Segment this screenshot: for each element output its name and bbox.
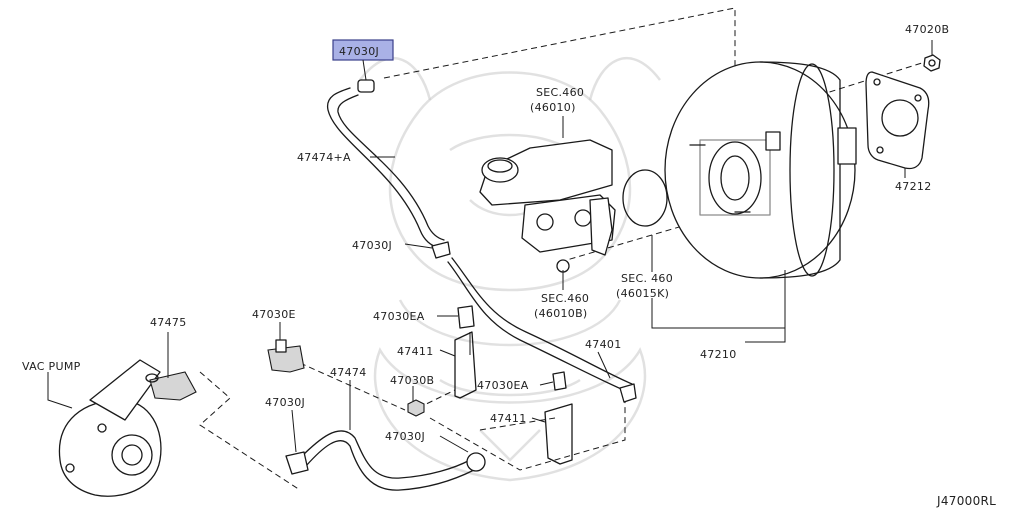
label-47411-lower: 47411 [490, 412, 527, 425]
label-47030ea-lower: 47030EA [477, 379, 529, 392]
label-sec460-c: SEC. 460 [621, 272, 673, 285]
vacuum-pump[interactable] [58, 359, 162, 497]
label-47401: 47401 [585, 338, 622, 351]
label-47474: 47474 [330, 366, 367, 379]
check-valve[interactable] [267, 339, 305, 373]
nut-47030b[interactable] [407, 399, 425, 417]
nut[interactable] [923, 54, 941, 72]
leader-lines [47, 40, 933, 453]
o-ring[interactable] [622, 169, 668, 227]
label-47030b: 47030B [390, 374, 434, 387]
hose-47401[interactable] [447, 257, 637, 403]
diagram-code: J47000RL [936, 494, 996, 508]
label-47030j-left: 47030J [265, 396, 305, 409]
connector-47475[interactable] [145, 371, 197, 401]
brake-booster[interactable] [664, 61, 857, 279]
gasket[interactable] [865, 71, 930, 170]
label-sec460-b-sub: (46010B) [534, 307, 588, 320]
label-47030j-bottom: 47030J [385, 430, 425, 443]
label-47474-a: 47474+A [297, 151, 351, 164]
bracket-47411-lower[interactable] [544, 403, 573, 465]
label-47212: 47212 [895, 180, 932, 193]
label-sec460-a: SEC.460 [536, 86, 584, 99]
label-47020b: 47020B [905, 23, 949, 36]
clip-47030ea-lower[interactable] [552, 371, 567, 391]
label-47030ea-upper: 47030EA [373, 310, 425, 323]
label-47475: 47475 [150, 316, 187, 329]
samurai-helmet-watermark-icon [359, 57, 661, 482]
label-47030e: 47030E [252, 308, 296, 321]
label-47411-upper: 47411 [397, 345, 434, 358]
label-sec460-b: SEC.460 [541, 292, 589, 305]
label-47210: 47210 [700, 348, 737, 361]
hose-47474-a[interactable] [326, 79, 451, 259]
clip-47030ea-upper[interactable] [457, 305, 475, 329]
label-sec460-a-sub: (46010) [530, 101, 576, 114]
label-47030j-top: 47030J [339, 45, 379, 58]
hose-47474[interactable] [285, 430, 486, 491]
label-vac-pump: VAC PUMP [22, 360, 81, 373]
label-47030j-mid: 47030J [352, 239, 392, 252]
label-sec460-c-sub: (46015K) [616, 287, 669, 300]
master-cylinder[interactable] [479, 139, 616, 273]
bracket-47411-upper[interactable] [454, 331, 477, 399]
